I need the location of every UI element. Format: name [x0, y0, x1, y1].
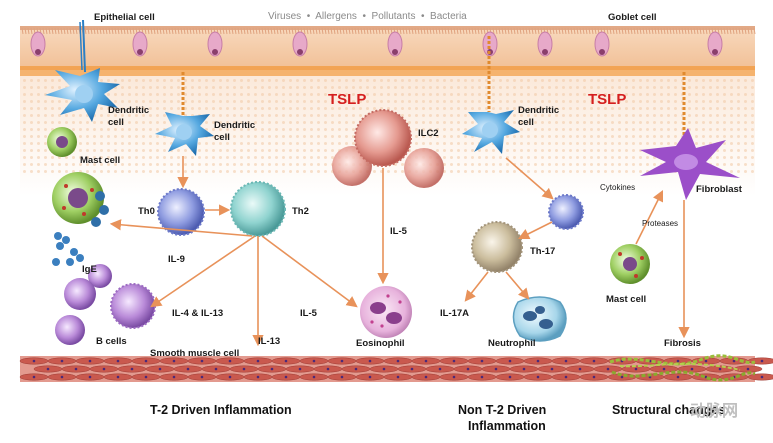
- label-il5-a: IL-5: [300, 308, 318, 319]
- label-fibrosis: Fibrosis: [664, 338, 701, 349]
- label-dendritic-c-2: cell: [518, 117, 534, 128]
- label-th17: Th-17: [530, 246, 555, 257]
- b-cells: [55, 264, 156, 345]
- ige-molecules: [52, 232, 84, 266]
- label-epithelial-cell: Epithelial cell: [94, 12, 155, 23]
- label-tslp-left: TSLP: [328, 91, 366, 108]
- ilc2-cells: [332, 109, 444, 188]
- th2-cell: [230, 181, 286, 237]
- label-b-cells: B cells: [96, 336, 127, 347]
- label-th2: Th2: [292, 206, 309, 217]
- mast-cell-large: [52, 172, 109, 227]
- section-t2: T-2 Driven Inflammation: [150, 403, 292, 417]
- label-neutrophil: Neutrophil: [488, 338, 536, 349]
- label-il4-il13: IL-4 & IL-13: [172, 308, 223, 319]
- label-goblet-cell: Goblet cell: [608, 12, 657, 23]
- label-proteases: Proteases: [642, 219, 678, 228]
- label-il17a: IL-17A: [440, 308, 469, 319]
- label-fibroblast: Fibroblast: [696, 184, 743, 195]
- fibrosis-strands: [609, 354, 756, 382]
- goblet-cell: [387, 31, 403, 57]
- label-dendritic-a-2: cell: [108, 117, 124, 128]
- naive-t-cell: [548, 194, 584, 230]
- th0-cell: [157, 188, 205, 236]
- label-il9: IL-9: [168, 254, 185, 265]
- label-th0: Th0: [138, 206, 155, 217]
- label-smooth-muscle: Smooth muscle cell: [150, 348, 239, 359]
- label-cytokines: Cytokines: [600, 183, 635, 192]
- label-mast-cell-right: Mast cell: [606, 294, 646, 305]
- dendritic-cell-c: [462, 36, 520, 154]
- label-dendritic-b-2: cell: [214, 132, 230, 143]
- label-il13: IL-13: [258, 336, 280, 347]
- dendritic-cell-b: [155, 72, 214, 156]
- mast-cell-small: [47, 127, 77, 157]
- dendritic-cell-a: [45, 19, 120, 122]
- label-ilc2: ILC2: [418, 128, 439, 139]
- th17-cell: [471, 221, 523, 273]
- section-structural: Structural changes: [612, 403, 725, 417]
- goblet-cell: [707, 31, 723, 57]
- goblet-cell: [594, 31, 610, 57]
- label-mast-cell-left: Mast cell: [80, 155, 120, 166]
- fibroblast-cell: [640, 72, 740, 200]
- label-dendritic-b-1: Dendritic: [214, 120, 255, 131]
- neutrophil-cell: [512, 296, 567, 342]
- label-triggers: Viruses • Allergens • Pollutants • Bacte…: [268, 11, 467, 22]
- pathway-arrows: [109, 156, 690, 347]
- goblet-cell: [207, 31, 223, 57]
- watermark: 动脉网: [690, 401, 738, 420]
- smooth-muscle-band: [19, 356, 773, 382]
- mast-cell-right: [610, 244, 650, 284]
- label-dendritic-a-1: Dendritic: [108, 105, 149, 116]
- label-ige: IgE: [82, 264, 97, 275]
- goblet-cell: [30, 31, 46, 57]
- label-dendritic-c-1: Dendritic: [518, 105, 559, 116]
- eosinophil-cell: [360, 286, 412, 338]
- goblet-cell: [132, 31, 148, 57]
- section-non-t2-2: Inflammation: [468, 419, 546, 433]
- label-eosinophil: Eosinophil: [356, 338, 405, 349]
- label-il5-b: IL-5: [390, 226, 408, 237]
- label-tslp-right: TSLP: [588, 91, 626, 108]
- goblet-cell: [292, 31, 308, 57]
- section-non-t2-1: Non T-2 Driven: [458, 403, 546, 417]
- goblet-cell: [537, 31, 553, 57]
